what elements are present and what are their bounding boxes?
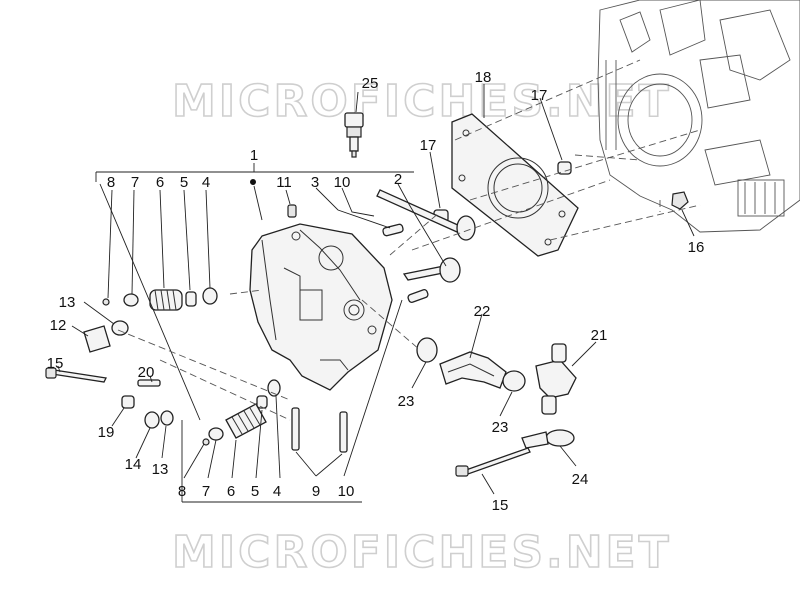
callout-6-upper: 6 (156, 174, 164, 191)
callout-6-lower: 6 (227, 483, 235, 500)
callout-5-upper: 5 (180, 174, 188, 191)
valve-guide-lower (407, 289, 429, 303)
bolt-15-left (45, 367, 107, 383)
valve-guide-upper (382, 223, 404, 237)
callout-4-lower: 4 (273, 483, 281, 500)
valve-guide-9-right (339, 411, 348, 453)
callout-20: 20 (138, 364, 155, 381)
washer-13-upper (111, 320, 129, 336)
callout-25: 25 (362, 75, 379, 92)
spring-retainer-lower (208, 427, 224, 441)
callout-9: 9 (312, 483, 320, 500)
valve-cotter-lower (202, 438, 210, 446)
callout-23-left: 23 (398, 393, 415, 410)
callout-22: 22 (474, 303, 491, 320)
hose-clamp-23-right (502, 370, 526, 392)
assembly-dashed-lines (117, 59, 701, 421)
dowel-17-right (557, 161, 572, 175)
temperature-sensor (344, 112, 364, 158)
callout-3: 3 (311, 174, 319, 191)
callout-7-lower: 7 (202, 483, 210, 500)
watermark-top: MICROFICHES.NET (172, 76, 672, 127)
thermostat-housing-21 (535, 343, 577, 415)
washer-4-upper (202, 287, 218, 305)
callout-16: 16 (688, 239, 705, 256)
callout-2: 2 (394, 171, 402, 188)
valve-spring-upper (149, 289, 183, 311)
assembly-bracket-upper (95, 171, 414, 503)
callout-17-right: 17 (531, 87, 548, 104)
washer-14 (144, 411, 160, 429)
head-gasket (451, 113, 579, 257)
callout-21: 21 (591, 327, 608, 344)
bolt-11 (287, 204, 297, 218)
callout-17-left: 17 (420, 137, 437, 154)
callout-23-right: 23 (492, 419, 509, 436)
spring-retainer-upper (123, 293, 139, 307)
callout-18: 18 (475, 69, 492, 86)
callout-10-upper: 10 (334, 174, 351, 191)
exhaust-valve (402, 257, 461, 283)
intake-manifold-22 (439, 351, 507, 389)
callout-15-left: 15 (47, 355, 64, 372)
gasket-24 (521, 429, 575, 449)
assembly-marker-dot (250, 179, 256, 185)
callout-5-lower: 5 (251, 483, 259, 500)
watermark-bottom: MICROFICHES.NET (172, 527, 672, 578)
valve-guide-9-left (291, 407, 300, 451)
valve-cotter-upper (102, 298, 110, 306)
callout-13-upper: 13 (59, 294, 76, 311)
callout-8-lower: 8 (178, 483, 186, 500)
nut-16 (671, 191, 689, 210)
callout-15-right: 15 (492, 497, 509, 514)
hose-clamp-23-left (416, 337, 438, 363)
callout-8-upper: 8 (107, 174, 115, 191)
spring-seat-upper (185, 291, 197, 307)
spring-seat-lower (256, 395, 268, 409)
callout-4-upper: 4 (202, 174, 210, 191)
bushing-12 (83, 325, 111, 353)
callout-12: 12 (50, 317, 67, 334)
washer-13-lower (160, 410, 174, 426)
cylinder-head (249, 223, 393, 391)
intake-valve (376, 189, 476, 241)
callout-labels: 1 25 18 17 17 2 3 10 11 8 7 6 5 4 13 12 … (47, 69, 705, 514)
stud-20 (137, 379, 161, 387)
leader-lines (57, 84, 695, 495)
callout-13-lower: 13 (152, 461, 169, 478)
callout-14: 14 (125, 456, 142, 473)
callout-11: 11 (276, 174, 292, 191)
engine-block-illustration (597, 0, 800, 233)
bolt-15-right (455, 447, 531, 477)
callout-10-lower: 10 (338, 483, 355, 500)
callout-7-upper: 7 (131, 174, 139, 191)
valve-spring-lower (225, 403, 267, 439)
plug-19 (121, 395, 135, 409)
callout-1: 1 (250, 147, 258, 164)
callout-24: 24 (572, 471, 589, 488)
callout-19: 19 (98, 424, 115, 441)
